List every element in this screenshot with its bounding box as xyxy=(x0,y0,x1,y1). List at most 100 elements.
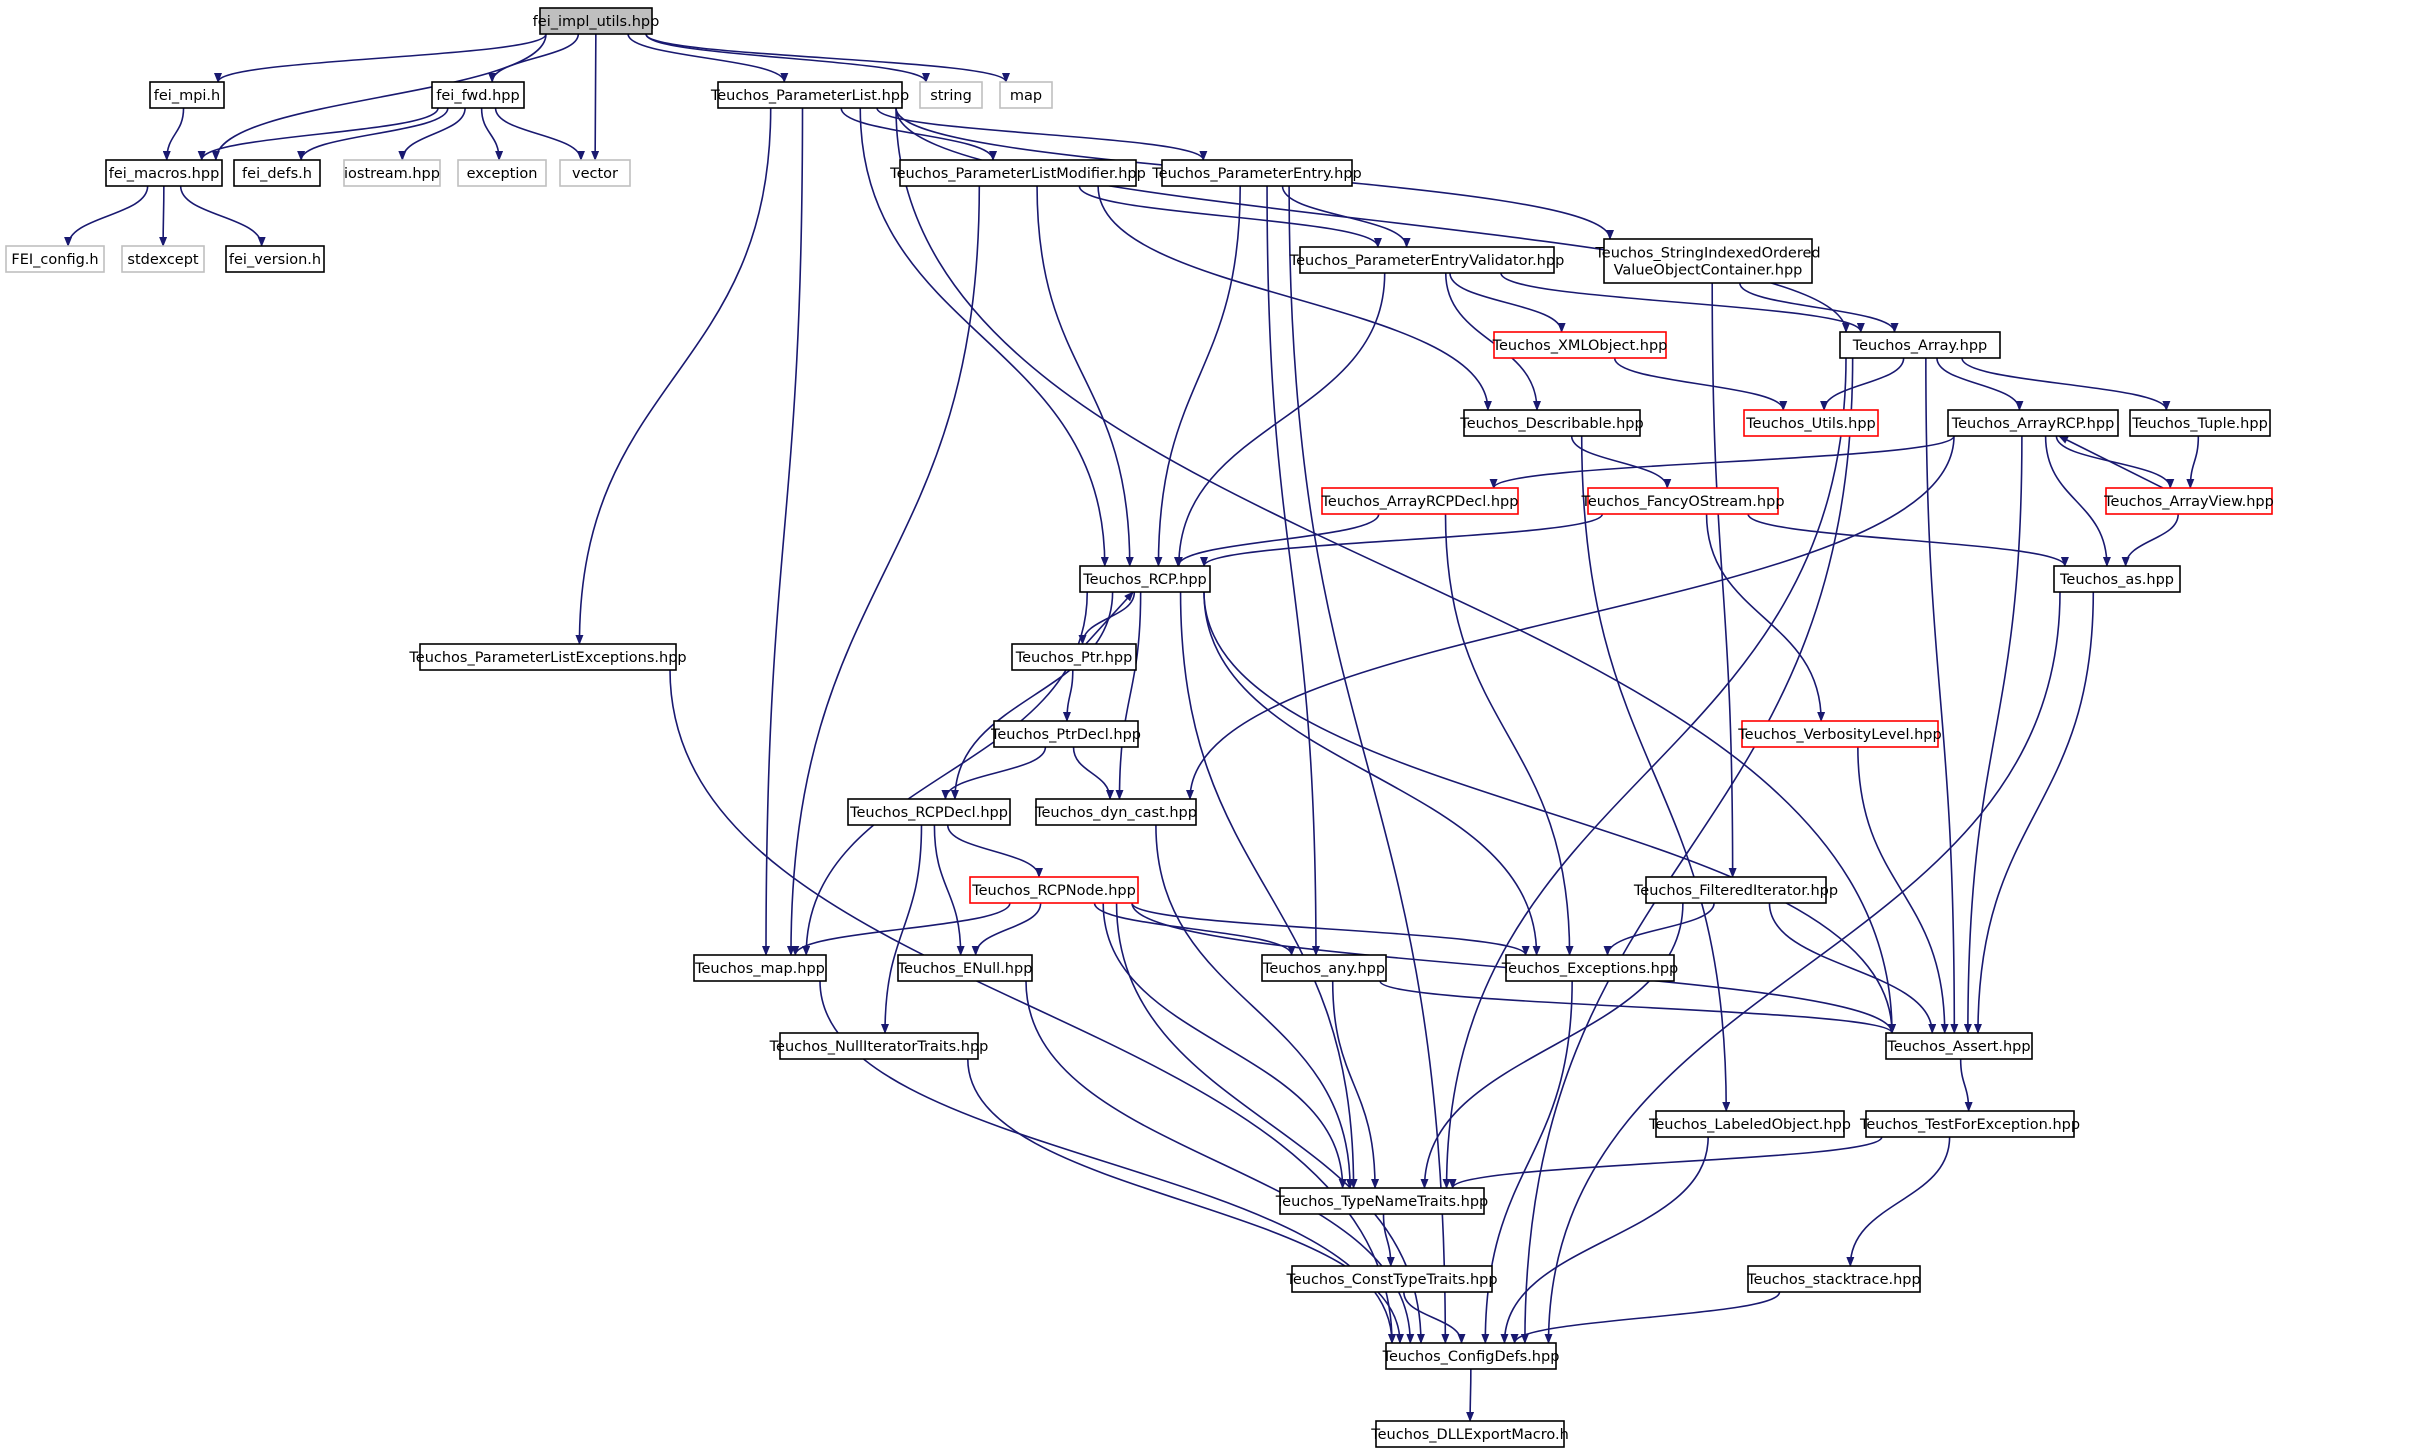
edge-trcpdecl-to-tenull xyxy=(933,824,965,956)
node-tple[interactable]: Teuchos_ParameterListExceptions.hpp xyxy=(408,643,687,671)
edge-fei_fwd-to-iostream xyxy=(398,107,466,161)
node-ttuple[interactable]: Teuchos_Tuple.hpp xyxy=(2129,409,2271,437)
edge-tpl-to-tarray xyxy=(895,107,1850,333)
edge-trcpnode-to-texc xyxy=(1131,902,1530,956)
node-fei_version[interactable]: fei_version.h xyxy=(225,245,325,273)
node-tenull[interactable]: Teuchos_ENull.hpp xyxy=(897,954,1033,982)
node-label-tpev: Teuchos_ParameterEntryValidator.hpp xyxy=(1289,253,1565,269)
node-tfos[interactable]: Teuchos_FancyOStream.hpp xyxy=(1580,487,1785,515)
node-box-vector xyxy=(559,159,631,187)
edge-tarray-to-tcd xyxy=(1520,357,1854,1344)
node-fei_macros[interactable]: fei_macros.hpp xyxy=(105,159,223,187)
node-box-fei_mpi xyxy=(149,81,225,109)
node-label-tst: Teuchos_stacktrace.hpp xyxy=(1746,1272,1920,1288)
node-box-tdll xyxy=(1375,1420,1565,1448)
edge-tarray-to-tarcp xyxy=(1936,357,2024,411)
edge-tple-to-tcd xyxy=(669,669,1396,1344)
edge-tav-to-tas xyxy=(2121,513,2179,567)
edge-tpe-to-trcp xyxy=(1154,185,1241,567)
node-label-tenull: Teuchos_ENull.hpp xyxy=(897,961,1033,977)
node-label-fei_mpi: fei_mpi.h xyxy=(154,88,220,104)
node-tdll[interactable]: Teuchos_DLLExportMacro.h xyxy=(1370,1420,1569,1448)
node-fei_defs[interactable]: fei_defs.h xyxy=(233,159,321,187)
node-label-string: string xyxy=(930,88,972,104)
node-tmap[interactable]: Teuchos_map.hpp xyxy=(693,954,827,982)
node-label-tutils: Teuchos_Utils.hpp xyxy=(1745,416,1875,432)
node-trcp[interactable]: Teuchos_RCP.hpp xyxy=(1079,565,1211,593)
node-txml[interactable]: Teuchos_XMLObject.hpp xyxy=(1492,331,1668,359)
node-box-tcd xyxy=(1385,1342,1557,1370)
node-tassert[interactable]: Teuchos_Assert.hpp xyxy=(1885,1032,2033,1060)
node-tarcp[interactable]: Teuchos_ArrayRCP.hpp xyxy=(1947,409,2119,437)
node-exception: exception xyxy=(457,159,547,187)
node-tst[interactable]: Teuchos_stacktrace.hpp xyxy=(1746,1265,1921,1293)
node-tcd[interactable]: Teuchos_ConfigDefs.hpp xyxy=(1382,1342,1560,1370)
node-tplm[interactable]: Teuchos_ParameterListModifier.hpp xyxy=(889,159,1146,187)
node-tptrdecl[interactable]: Teuchos_PtrDecl.hpp xyxy=(990,720,1141,748)
node-tarcpdecl[interactable]: Teuchos_ArrayRCPDecl.hpp xyxy=(1321,487,1519,515)
node-tnit[interactable]: Teuchos_NullIteratorTraits.hpp xyxy=(769,1032,989,1060)
node-texc[interactable]: Teuchos_Exceptions.hpp xyxy=(1501,954,1678,982)
node-fei_fwd[interactable]: fei_fwd.hpp xyxy=(431,81,525,109)
node-trcpnode[interactable]: Teuchos_RCPNode.hpp xyxy=(969,876,1139,904)
node-tpe[interactable]: Teuchos_ParameterEntry.hpp xyxy=(1151,159,1362,187)
node-box-map xyxy=(999,81,1053,109)
node-label-tpe: Teuchos_ParameterEntry.hpp xyxy=(1151,166,1362,182)
node-label-tvl: Teuchos_VerbosityLevel.hpp xyxy=(1737,727,1941,743)
edge-ttuple-to-tav xyxy=(2186,435,2200,489)
edge-tplm-to-trcp xyxy=(1036,185,1134,567)
node-box-fei_defs xyxy=(233,159,321,187)
edge-tfos-to-tvl xyxy=(1705,513,1826,722)
node-box-tpe xyxy=(1161,159,1353,187)
edge-tassert-to-ttfe xyxy=(1959,1058,1973,1112)
node-box-fei_fwd xyxy=(431,81,525,109)
edge-fei_fwd-to-exception xyxy=(480,107,504,161)
node-tdesc[interactable]: Teuchos_Describable.hpp xyxy=(1459,409,1644,437)
edge-tpev-to-tarray xyxy=(1500,272,1865,333)
node-label-iostream: iostream.hpp xyxy=(344,166,440,182)
node-box-ttfe xyxy=(1865,1110,2075,1138)
node-label-texc: Teuchos_Exceptions.hpp xyxy=(1501,961,1678,977)
node-vector: vector xyxy=(559,159,631,187)
node-label-vector: vector xyxy=(572,166,618,182)
node-box-tarcp xyxy=(1947,409,2119,437)
edge-tst-to-tcd xyxy=(1510,1291,1781,1344)
edge-tany-to-ttnt xyxy=(1331,980,1380,1189)
node-tdyn[interactable]: Teuchos_dyn_cast.hpp xyxy=(1034,798,1197,826)
node-trcpdecl[interactable]: Teuchos_RCPDecl.hpp xyxy=(847,798,1011,826)
edge-ttnt-to-tctt xyxy=(1382,1213,1395,1267)
edge-trcpnode-to-tany xyxy=(1093,902,1296,956)
edge-tarcp-to-tas xyxy=(2044,435,2111,567)
node-ttnt[interactable]: Teuchos_TypeNameTraits.hpp xyxy=(1275,1187,1488,1215)
node-tarray[interactable]: Teuchos_Array.hpp xyxy=(1839,331,2001,359)
node-tpl[interactable]: Teuchos_ParameterList.hpp xyxy=(710,81,909,109)
node-tany[interactable]: Teuchos_any.hpp xyxy=(1261,954,1387,982)
node-label-tdesc: Teuchos_Describable.hpp xyxy=(1459,416,1643,432)
node-tfi[interactable]: Teuchos_FilteredIterator.hpp xyxy=(1633,876,1838,904)
node-label-ttfe: Teuchos_TestForException.hpp xyxy=(1859,1117,2080,1133)
node-label-map: map xyxy=(1010,88,1042,104)
node-tav[interactable]: Teuchos_ArrayView.hpp xyxy=(2103,487,2274,515)
node-tlo[interactable]: Teuchos_LabeledObject.hpp xyxy=(1648,1110,1851,1138)
node-ttfe[interactable]: Teuchos_TestForException.hpp xyxy=(1859,1110,2080,1138)
node-tas[interactable]: Teuchos_as.hpp xyxy=(2053,565,2181,593)
node-tutils[interactable]: Teuchos_Utils.hpp xyxy=(1743,409,1879,437)
node-root[interactable]: fei_impl_utils.hpp xyxy=(533,7,660,35)
node-box-tptrdecl xyxy=(993,720,1139,748)
node-tptr[interactable]: Teuchos_Ptr.hpp xyxy=(1011,643,1137,671)
edge-tas-to-tcd xyxy=(1544,591,2061,1344)
node-tctt[interactable]: Teuchos_ConstTypeTraits.hpp xyxy=(1285,1265,1498,1293)
node-tvl[interactable]: Teuchos_VerbosityLevel.hpp xyxy=(1737,720,1942,748)
node-label-fei_macros: fei_macros.hpp xyxy=(109,166,220,182)
edge-tdesc-to-tfos xyxy=(1570,435,1672,489)
edge-tdyn-to-ttnt xyxy=(1155,824,1355,1189)
node-box-tav xyxy=(2105,487,2273,515)
edge-tpl-to-tmap xyxy=(762,107,804,956)
edge-root-to-fei_fwd xyxy=(488,33,580,83)
node-box-tsiovoc xyxy=(1603,238,1813,284)
node-fei_mpi[interactable]: fei_mpi.h xyxy=(149,81,225,109)
node-tpev[interactable]: Teuchos_ParameterEntryValidator.hpp xyxy=(1289,246,1565,274)
node-box-root xyxy=(539,7,653,35)
